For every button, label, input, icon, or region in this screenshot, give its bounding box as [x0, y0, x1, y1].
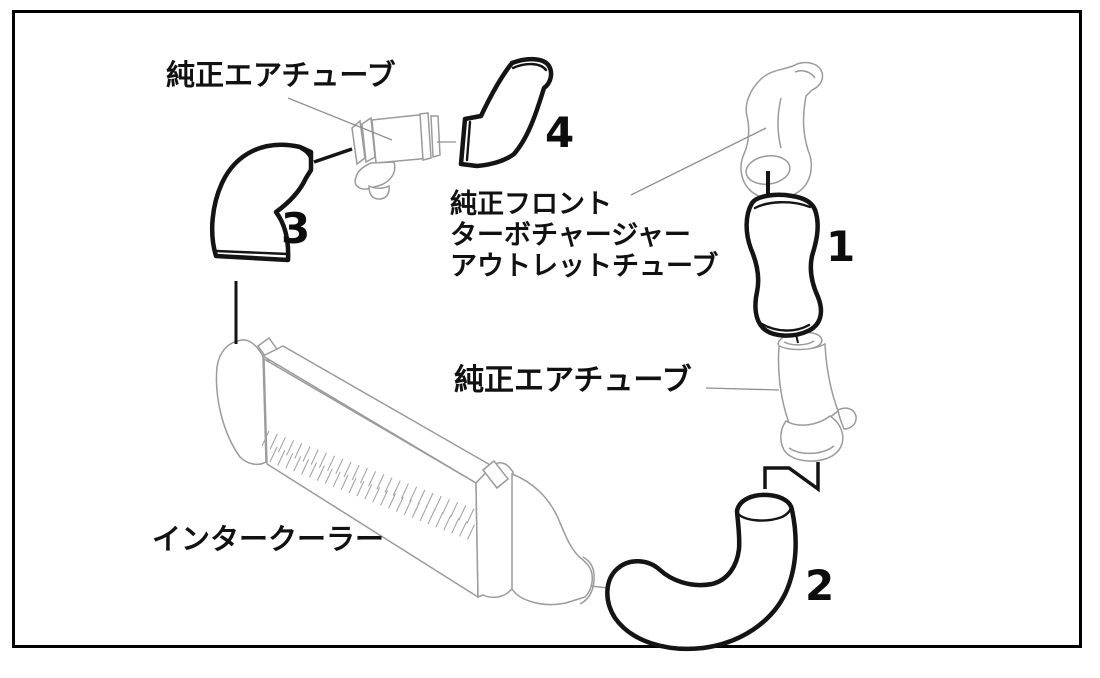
oem-air-tube-right [777, 331, 857, 462]
label-turbo-outlet-line3: アウトレットチューブ [450, 251, 719, 282]
hose-4 [458, 56, 554, 169]
label-air-tube-top: 純正エアチューブ [166, 58, 396, 92]
oem-air-tube-top-fitting [351, 112, 441, 200]
connector-ticks [234, 147, 820, 493]
label-turbo-outlet-line2: ターボチャージャー [450, 220, 691, 251]
intercooler-drawing [215, 336, 609, 606]
label-air-tube-right: 純正エアチューブ [454, 363, 692, 398]
tick-hose3-fitting [313, 147, 353, 164]
hose-3 [209, 142, 314, 263]
part-number-4: 4 [545, 108, 575, 157]
leader-turbo-outlet [630, 127, 767, 196]
leader-air-tube-top [287, 97, 393, 141]
break-symbol [763, 462, 820, 493]
intercooler-fins [261, 430, 475, 540]
oem-turbo-outlet-tube [740, 61, 824, 200]
diagram-border [12, 10, 1082, 648]
label-turbo-outlet-tube: 純正フロント ターボチャージャー アウトレットチューブ [450, 189, 718, 282]
leader-lines [287, 97, 780, 391]
part-number-2: 2 [805, 561, 835, 610]
leader-air-tube-right [705, 387, 780, 391]
hose-2 [605, 492, 798, 652]
label-intercooler: インタークーラー [152, 522, 385, 556]
part-number-1: 1 [826, 222, 856, 271]
label-turbo-outlet-line1: 純正フロント [450, 189, 612, 220]
part-number-3: 3 [281, 204, 311, 253]
hose-1 [744, 192, 824, 338]
